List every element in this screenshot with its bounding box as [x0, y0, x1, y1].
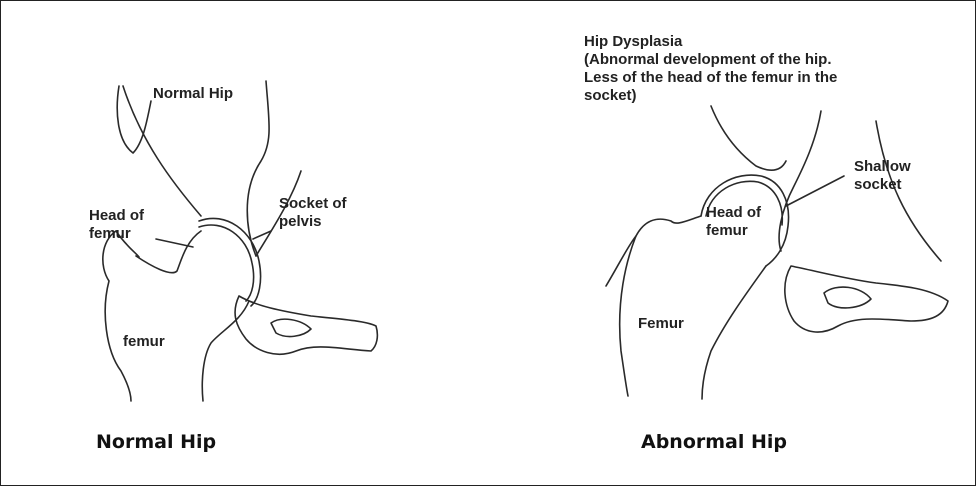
abnormal-socket-label: Shallow socket — [854, 158, 911, 194]
femur-shaft-right — [702, 266, 766, 399]
head-leader-line — [156, 239, 193, 247]
socket-inner-arc — [199, 225, 254, 301]
normal-hip-caption: Normal Hip — [96, 431, 216, 453]
pelvis-right-contour — [247, 81, 269, 256]
pelvis-right-contour — [779, 111, 821, 251]
pelvis-upper-contour — [711, 106, 786, 170]
femur-neck-upper — [136, 231, 201, 273]
normal-hip-diagram: Normal Hip Head of femur Socket of pelvi… — [81, 81, 391, 401]
obturator-foramen — [271, 319, 311, 336]
abnormal-hip-title: Hip Dysplasia (Abnormal development of t… — [584, 33, 837, 105]
femur-shaft-left — [103, 231, 131, 401]
trochanter-line — [606, 236, 636, 286]
abnormal-femur-label: Femur — [638, 315, 684, 333]
pelvis-upper-left-contour — [117, 86, 151, 153]
socket-leader-line — [786, 176, 844, 206]
abnormal-hip-caption: Abnormal Hip — [641, 431, 787, 453]
abnormal-hip-diagram: Hip Dysplasia (Abnormal development of t… — [576, 21, 956, 401]
normal-femur-label: femur — [123, 333, 165, 351]
normal-head-label: Head of femur — [89, 207, 144, 243]
normal-hip-title: Normal Hip — [153, 85, 233, 103]
normal-socket-label: Socket of pelvis — [279, 195, 347, 231]
femur-shaft-right — [202, 301, 249, 401]
pelvis-lower-contour — [785, 266, 948, 332]
abnormal-head-label: Head of femur — [706, 204, 761, 240]
obturator-foramen — [824, 287, 871, 308]
